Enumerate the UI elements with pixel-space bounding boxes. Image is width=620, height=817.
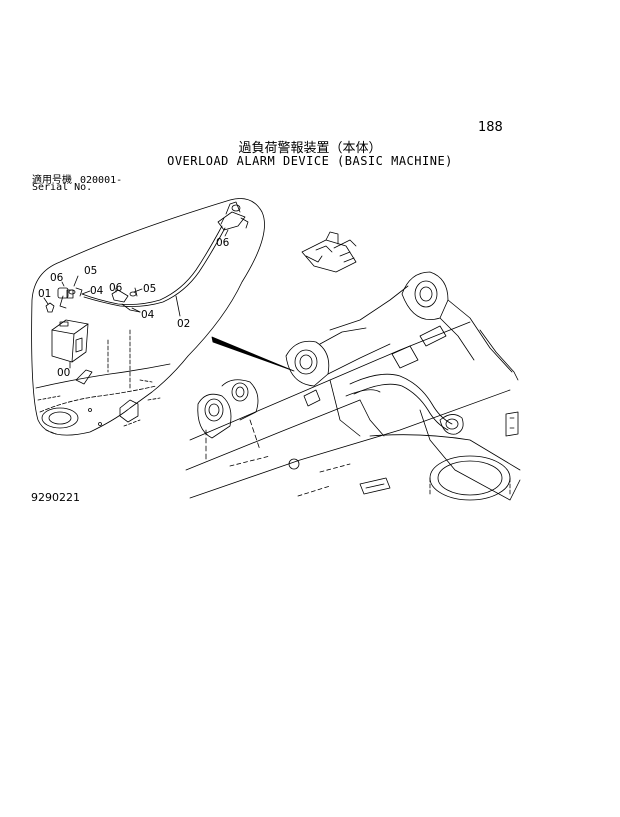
- leader-02: [175, 295, 181, 317]
- leader-04-left: [81, 290, 91, 295]
- left-clip-part: [57, 287, 83, 309]
- detail-inset-outline: [31, 198, 265, 436]
- callout-06-mid: 06: [109, 282, 123, 294]
- serial-applicable-line: 適用号機 020001-: [32, 171, 122, 186]
- title-english: OVERLOAD ALARM DEVICE (BASIC MACHINE): [167, 154, 453, 168]
- serial-number: 020001-: [80, 175, 123, 186]
- leader-05-left: [73, 275, 79, 287]
- drawing-number: 9290221: [31, 491, 80, 504]
- controller-box-part: [51, 319, 89, 363]
- callout-02: 02: [177, 318, 190, 330]
- harness-cable: [81, 225, 223, 305]
- upper-bracket-detail: [301, 231, 357, 273]
- leader-01: [43, 297, 49, 305]
- callout-06-left: 06: [50, 272, 64, 284]
- serial-label-english: Serial No.: [32, 182, 93, 193]
- top-bracket-part: [217, 201, 249, 231]
- callout-06-top: 06: [216, 237, 230, 249]
- serial-label-japanese: 適用号機: [32, 175, 72, 186]
- leader-04-mid: [131, 307, 141, 313]
- leader-05-mid: [133, 288, 143, 293]
- callout-05-left: 05: [84, 265, 97, 277]
- callout-05-mid: 05: [143, 283, 156, 295]
- inset-base-structure: [35, 329, 171, 435]
- callout-04-left: 04: [90, 285, 104, 297]
- machine-frame: [185, 271, 521, 501]
- callout-01: 01: [38, 288, 51, 300]
- screw-01-part: [45, 302, 55, 313]
- title-japanese: 過負荷警報装置（本体）: [238, 141, 382, 156]
- page-number: 188: [478, 120, 503, 135]
- mid-clip-part: [111, 287, 141, 313]
- detail-leader-arrow: [211, 336, 295, 372]
- leader-06-top: [224, 229, 229, 237]
- callout-00: 00: [57, 367, 70, 379]
- callout-04-mid: 04: [141, 309, 155, 321]
- leader-06-left: [61, 281, 65, 287]
